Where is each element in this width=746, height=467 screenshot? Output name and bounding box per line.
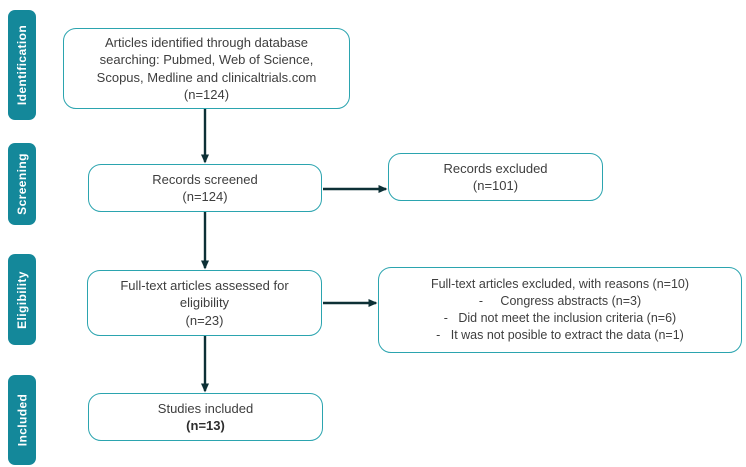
box-articles-identified-line-3: Scopus, Medline and clinicaltrials.com bbox=[96, 69, 317, 85]
box-records-excluded: Records excluded (n=101) bbox=[388, 153, 603, 201]
stage-badge-included: Included bbox=[8, 375, 36, 465]
stage-label-included: Included bbox=[15, 393, 30, 447]
box-fulltext-assessed-line-1: Full-text articles assessed for bbox=[120, 278, 289, 294]
box-fulltext-excluded-title: Full-text articles excluded, with reason… bbox=[430, 277, 690, 291]
box-fulltext-assessed-count: (n=23) bbox=[185, 312, 224, 328]
box-articles-identified-count: (n=124) bbox=[183, 86, 230, 102]
box-records-excluded-line-1: Records excluded bbox=[443, 160, 548, 176]
box-fulltext-excluded-reason-3: - It was not posible to extract the data… bbox=[436, 328, 684, 342]
box-articles-identified-line-1: Articles identified through database bbox=[104, 35, 309, 51]
stage-badge-identification: Identification bbox=[8, 10, 36, 120]
box-articles-identified-line-2: searching: Pubmed, Web of Science, bbox=[99, 52, 314, 68]
box-records-screened-count: (n=124) bbox=[182, 189, 228, 204]
box-fulltext-excluded-reason-1: - Congress abstracts (n=3) bbox=[478, 294, 642, 308]
stage-label-eligibility: Eligibility bbox=[15, 270, 29, 329]
box-records-screened-line-1: Records screened bbox=[152, 171, 258, 187]
box-fulltext-excluded: Full-text articles excluded, with reason… bbox=[378, 267, 742, 353]
box-articles-identified: Articles identified through database sea… bbox=[63, 28, 350, 109]
stage-label-screening: Screening bbox=[15, 153, 29, 215]
stage-badge-eligibility: Eligibility bbox=[8, 254, 36, 345]
box-records-excluded-count: (n=101) bbox=[472, 178, 519, 193]
box-fulltext-excluded-reason-2: - Did not meet the inclusion criteria (n… bbox=[443, 311, 677, 325]
box-fulltext-assessed: Full-text articles assessed for eligibil… bbox=[87, 270, 322, 336]
box-studies-included-line-1: Studies included bbox=[157, 400, 254, 416]
box-records-screened: Records screened (n=124) bbox=[88, 164, 322, 212]
box-studies-included: Studies included (n=13) bbox=[88, 393, 323, 441]
stage-label-identification: Identification bbox=[15, 24, 29, 106]
stage-badge-screening: Screening bbox=[8, 143, 36, 225]
box-studies-included-count: (n=13) bbox=[186, 418, 225, 433]
box-fulltext-assessed-line-2: eligibility bbox=[179, 295, 230, 311]
